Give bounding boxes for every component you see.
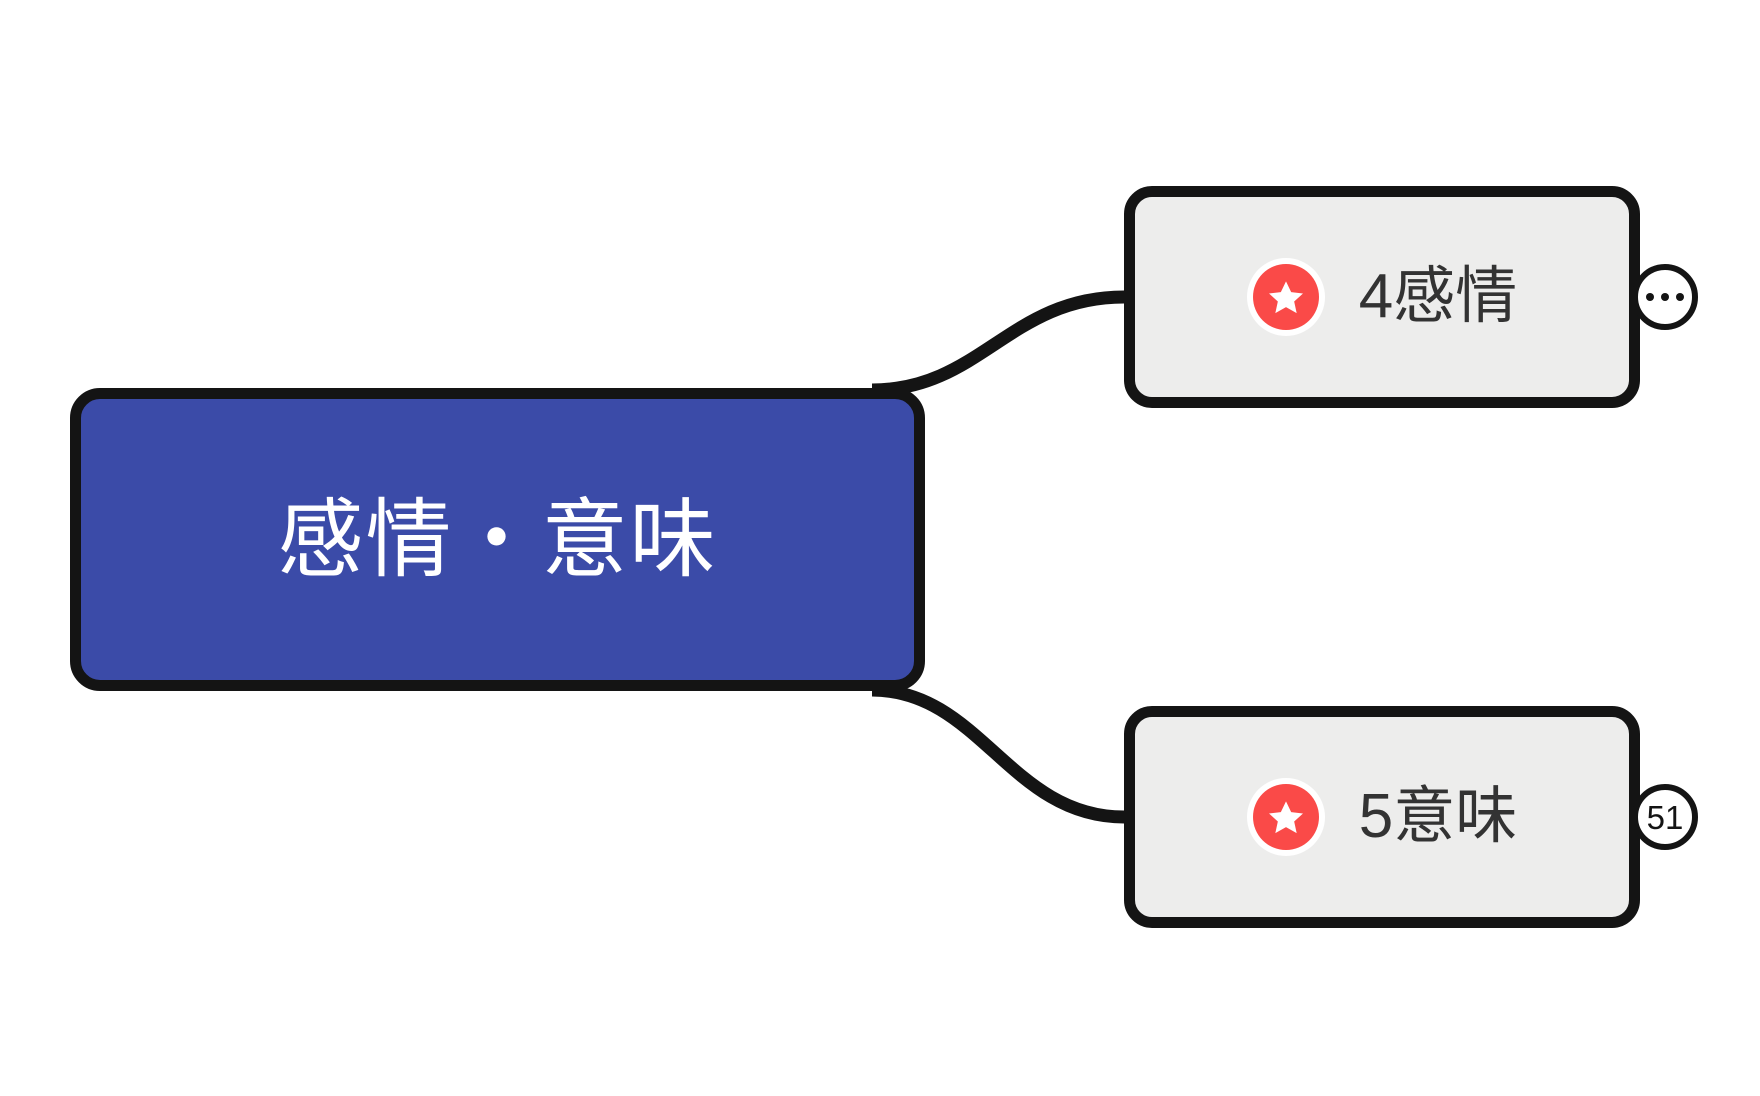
child-node-2-label: 5意味 [1358, 782, 1518, 851]
root-node[interactable]: 感情・意味 [70, 388, 925, 691]
collapsed-count-badge[interactable]: 51 [1632, 784, 1698, 850]
root-node-label: 感情・意味 [277, 491, 718, 588]
star-badge-icon [1246, 258, 1325, 336]
star-badge-icon [1246, 778, 1325, 856]
connector-root-to-child-2 [871, 683, 1125, 824]
ellipsis-icon [1646, 293, 1684, 301]
connector-root-to-child-1 [871, 290, 1125, 397]
child-node-1-label: 4感情 [1358, 262, 1518, 331]
child-node-2[interactable]: 5意味 [1124, 706, 1640, 928]
more-options-button[interactable] [1632, 264, 1698, 330]
collapsed-count-label: 51 [1646, 798, 1684, 836]
child-node-1[interactable]: 4感情 [1124, 186, 1640, 408]
